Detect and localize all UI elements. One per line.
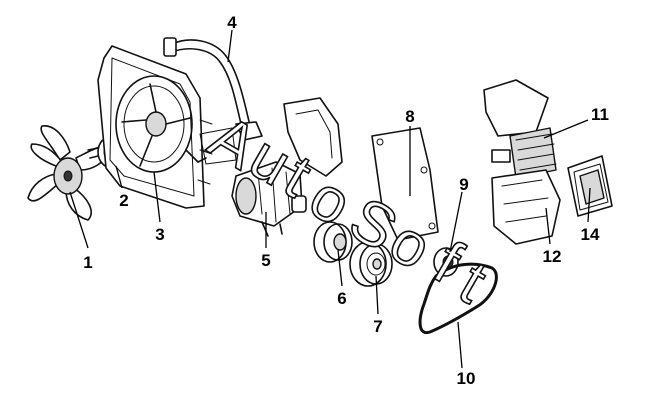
callout-3: 3 (155, 225, 164, 244)
callout-6: 6 (337, 289, 346, 308)
part-pulley-large (349, 241, 393, 287)
callout-10: 10 (457, 369, 476, 388)
callout-11: 11 (591, 105, 609, 124)
part-fan-blade (27, 125, 111, 221)
callout-4: 4 (227, 13, 237, 32)
part-filter (567, 155, 613, 217)
part-housing (491, 169, 561, 245)
part-hose (163, 37, 263, 165)
leader-lines (69, 29, 591, 369)
callout-7: 7 (373, 317, 382, 336)
callout-5: 5 (261, 251, 270, 270)
callout-14: 14 (581, 225, 600, 244)
callout-1: 1 (83, 253, 92, 272)
part-fan-shroud (97, 45, 213, 209)
callout-12: 12 (543, 247, 562, 266)
part-compressor (231, 97, 343, 237)
part-idler-pulley (433, 247, 459, 277)
part-evaporator (483, 79, 557, 179)
part-drive-belt (418, 262, 498, 335)
part-gasket-plate (371, 127, 439, 241)
callout-2: 2 (119, 191, 128, 210)
callout-8: 8 (405, 107, 414, 126)
callout-labels: 1 2 3 4 5 6 7 8 9 10 11 12 14 (83, 13, 609, 388)
callout-9: 9 (459, 175, 468, 194)
